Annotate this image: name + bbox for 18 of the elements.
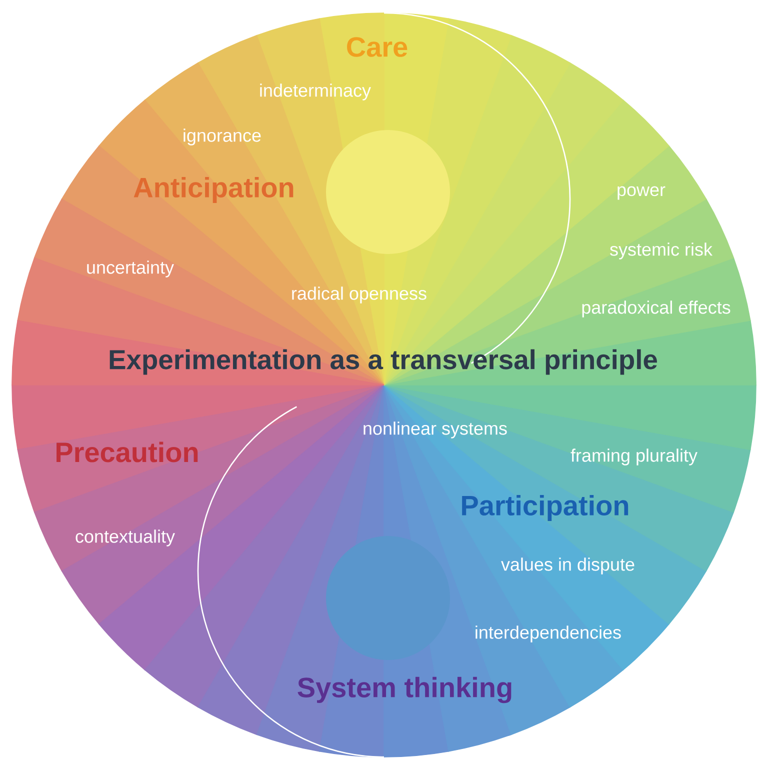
principle-heading: Precaution: [56, 442, 198, 462]
principle-heading: System thinking: [298, 676, 512, 704]
concept-label: nonlinear systems: [364, 422, 507, 438]
principle-heading: Anticipation: [134, 176, 294, 204]
concept-label: systemic risk: [610, 242, 713, 260]
concept-label: paradoxical effects: [582, 300, 730, 318]
principle-heading: Care: [347, 37, 408, 57]
concept-label: framing plurality: [570, 448, 698, 466]
central-heading: Experimentation as a transversal principle: [110, 349, 657, 375]
concept-label: indeterminacy: [260, 84, 371, 100]
concept-label: ignorance: [184, 128, 261, 146]
concept-label: values in dispute: [501, 558, 634, 574]
concept-label: power: [618, 186, 666, 200]
principle-heading: Participation: [462, 494, 628, 522]
concept-label: interdependencies: [476, 626, 621, 642]
concept-label: uncertainty: [87, 260, 174, 278]
concept-label: radical openness: [292, 286, 426, 304]
concept-label: contextuality: [76, 530, 175, 546]
